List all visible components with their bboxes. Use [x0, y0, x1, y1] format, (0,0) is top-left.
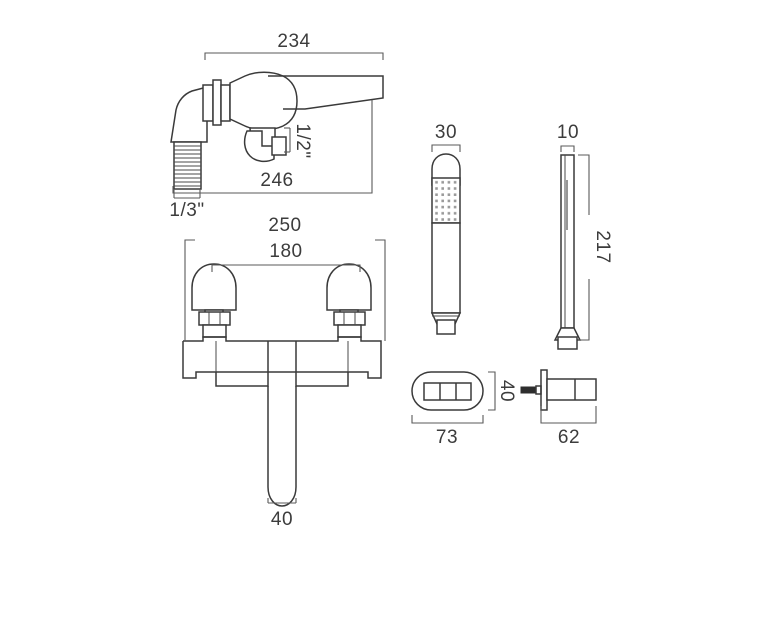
dimension-half-inch-label: 1/2"	[292, 123, 313, 158]
bracket-front-slot	[423, 382, 472, 401]
dimension-217: 217	[578, 154, 613, 341]
dimension-62: 62	[540, 406, 597, 448]
dimension-third-inch-label: 1/3"	[169, 200, 204, 221]
handle-dome-left	[191, 263, 237, 311]
dimension-30: 30	[431, 122, 461, 152]
bracket-wall-plate	[540, 369, 548, 411]
side-elevation-of-mixer: 234 246 1/2" 1/3"	[169, 31, 384, 221]
dimension-40-bracket: 40	[488, 371, 517, 411]
dimension-10-label: 10	[557, 122, 579, 143]
dimension-180: 180	[211, 240, 361, 272]
dimension-217-label: 217	[592, 230, 613, 263]
dimension-40-bracket-label: 40	[496, 380, 517, 402]
mixer-hex-nut	[212, 79, 222, 126]
mixer-lever-handle	[170, 86, 208, 143]
handle-dome-right	[326, 263, 372, 311]
mixer-outlet-bend	[243, 130, 275, 163]
thread-hatching	[174, 145, 201, 187]
dimension-234-label: 234	[277, 31, 310, 52]
dimension-10: 10	[557, 122, 579, 152]
mixer-body-outline-right	[183, 336, 382, 387]
handle-nut-right	[333, 311, 366, 326]
dimension-73: 73	[411, 415, 484, 448]
bracket-side-body	[546, 378, 597, 401]
dimension-73-label: 73	[436, 427, 458, 448]
bracket-stud-shoulder	[535, 385, 542, 395]
dimension-30-label: 30	[435, 122, 457, 143]
shower-hose: 10 217	[553, 122, 613, 350]
front-elevation-of-mixer: 250 180 40	[182, 215, 386, 530]
dimension-40-spout-label: 40	[271, 509, 293, 530]
dimension-third-inch: 1/3"	[169, 189, 204, 221]
dimension-62-label: 62	[558, 427, 580, 448]
handle-nut-left	[198, 311, 231, 326]
mixer-outlet-nipple	[271, 136, 287, 156]
mixer-collar-left	[202, 84, 214, 122]
handset-connector-nut	[436, 319, 456, 335]
shower-handset: 30	[430, 122, 462, 335]
handset-barrel	[431, 222, 461, 314]
bracket-front-outline	[411, 371, 484, 411]
mixer-body-outline-left	[182, 341, 269, 387]
mixer-spout	[268, 75, 384, 110]
mixer-collar-right	[220, 84, 231, 122]
mixer-spout-front	[267, 386, 297, 507]
dimension-246: 246	[172, 100, 373, 194]
bracket-fixing-stud	[520, 386, 537, 394]
dimension-40-spout: 40	[267, 498, 297, 530]
hose-connector-nut	[557, 336, 578, 350]
wall-bracket-side: 62	[520, 369, 597, 448]
mixer-cartridge-body	[229, 71, 298, 131]
handle-collar-left	[202, 324, 227, 338]
dimension-250-label: 250	[268, 215, 301, 236]
dimension-180-label: 180	[269, 241, 302, 262]
handle-collar-right	[337, 324, 362, 338]
dimension-234: 234	[204, 31, 384, 60]
dimension-246-label: 246	[260, 170, 293, 191]
handset-spray-holes	[434, 180, 458, 221]
wall-bracket-front: 40 73	[411, 371, 517, 448]
dimension-half-inch: 1/2"	[284, 123, 313, 159]
